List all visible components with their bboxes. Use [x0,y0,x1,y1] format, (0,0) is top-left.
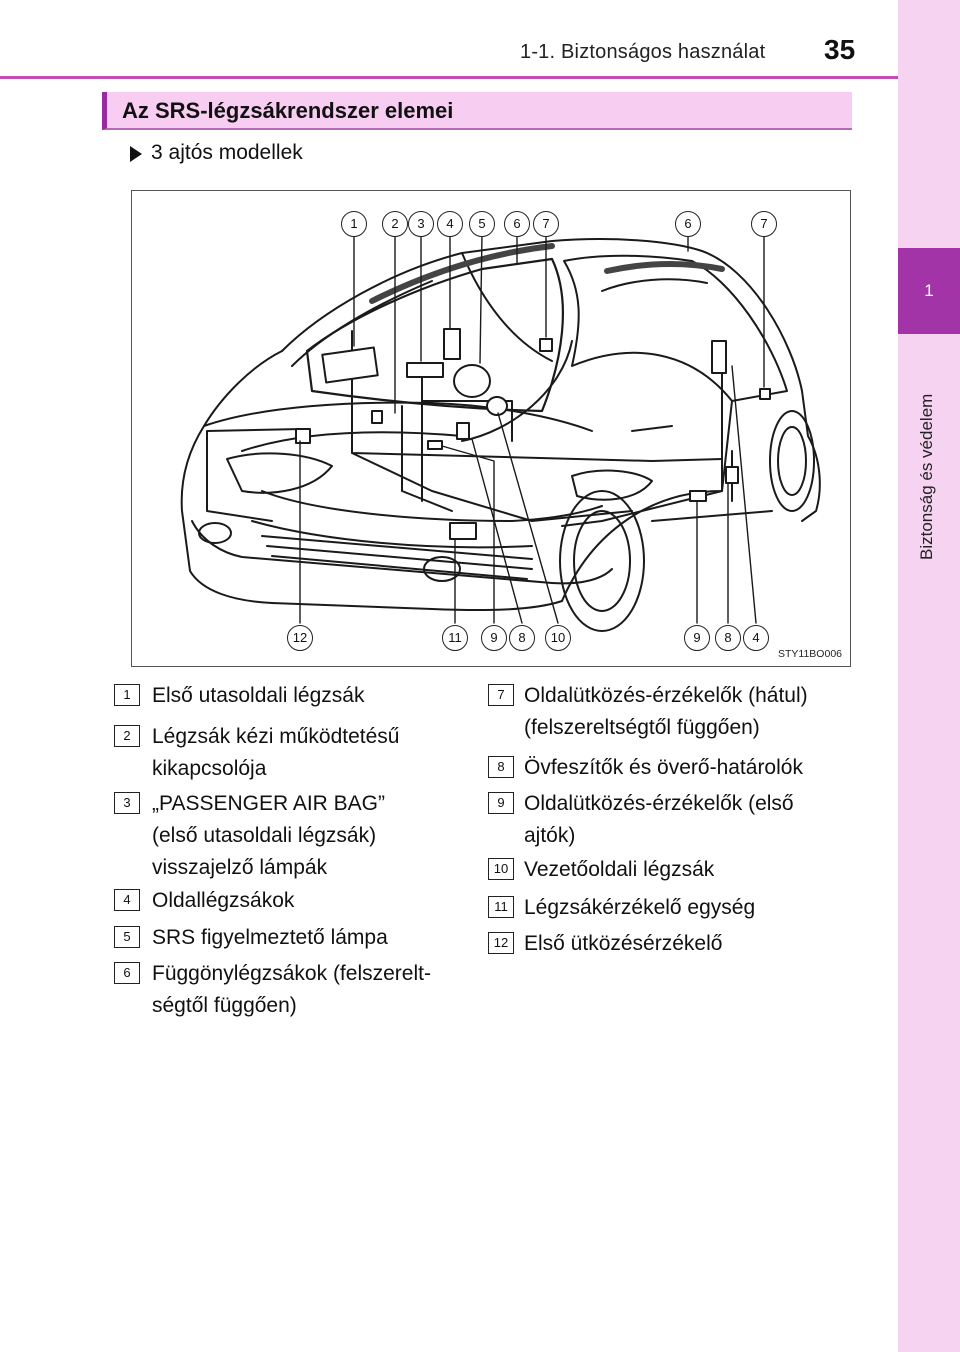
legend-text-3: „PASSENGER AIR BAG” (első utasoldali lég… [152,792,385,879]
callout-4-top: 4 [437,211,463,237]
callout-8-bottom: 8 [509,625,535,651]
legend-badge-12: 12 [488,932,514,954]
figure-id: STY11BO006 [777,648,842,660]
callout-7-top: 7 [533,211,559,237]
airbag-diagram: 1 2 3 4 5 6 7 6 7 12 11 9 8 10 9 8 4 STY… [131,190,851,667]
callout-8-bottom-rear: 8 [715,625,741,651]
callout-11-bottom: 11 [442,625,468,651]
legend-badge-6: 6 [114,962,140,984]
chapter-number: 1 [898,248,960,334]
callout-12-bottom: 12 [287,625,313,651]
callout-5-top: 5 [469,211,495,237]
legend-text-5: SRS figyelmeztető lámpa [152,926,388,949]
chapter-title: Biztonság és védelem [917,393,936,560]
header-rule [0,76,898,79]
callout-2-top: 2 [382,211,408,237]
callout-7-top-rear: 7 [751,211,777,237]
bullet-arrow-icon [130,146,142,162]
callout-1-top: 1 [341,211,367,237]
running-header-title: 1-1. Biztonságos használat [520,41,766,63]
legend-text-1: Első utasoldali légzsák [152,684,365,707]
callout-3-top: 3 [408,211,434,237]
callout-10-bottom: 10 [545,625,571,651]
section-heading: Az SRS-légzsákrendszer elemei [122,98,454,123]
legend-text-4: Oldallégzsákok [152,889,295,912]
chapter-title-vertical: Biztonság és védelem [915,338,939,578]
section-heading-bar [102,92,852,130]
legend-badge-7: 7 [488,684,514,706]
legend-text-6: Függönylégzsákok (felszerelt-ségtől függ… [152,962,431,1017]
legend-text-2: Légzsák kézi működtetésű kikapcsolója [152,725,400,780]
legend-badge-8: 8 [488,756,514,778]
legend-text-10: Vezetőoldali légzsák [524,858,715,881]
legend-badge-11: 11 [488,896,514,918]
legend-badge-10: 10 [488,858,514,880]
callout-9-bottom: 9 [481,625,507,651]
legend-text-11: Légzsákérzékelő egység [524,896,756,919]
legend-text-9: Oldalütközés-érzékelők (első ajtók) [524,792,794,847]
legend-text-7: Oldalütközés-érzékelők (hátul) (felszere… [524,684,808,739]
car-illustration [180,233,821,632]
legend-badge-4: 4 [114,889,140,911]
legend-badge-3: 3 [114,792,140,814]
subheading: 3 ajtós modellek [151,141,303,164]
legend-text-8: Övfeszítők és överő-határolók [524,756,803,779]
legend-badge-5: 5 [114,926,140,948]
callout-6-top: 6 [504,211,530,237]
callout-4-bottom: 4 [743,625,769,651]
legend-text-12: Első ütközésérzékelő [524,932,723,955]
callout-6-top-rear: 6 [675,211,701,237]
callout-9-bottom-rear: 9 [684,625,710,651]
legend-badge-1: 1 [114,684,140,706]
legend-badge-2: 2 [114,725,140,747]
legend-badge-9: 9 [488,792,514,814]
chapter-side-tab [898,0,960,1352]
page-number: 35 [824,34,856,65]
